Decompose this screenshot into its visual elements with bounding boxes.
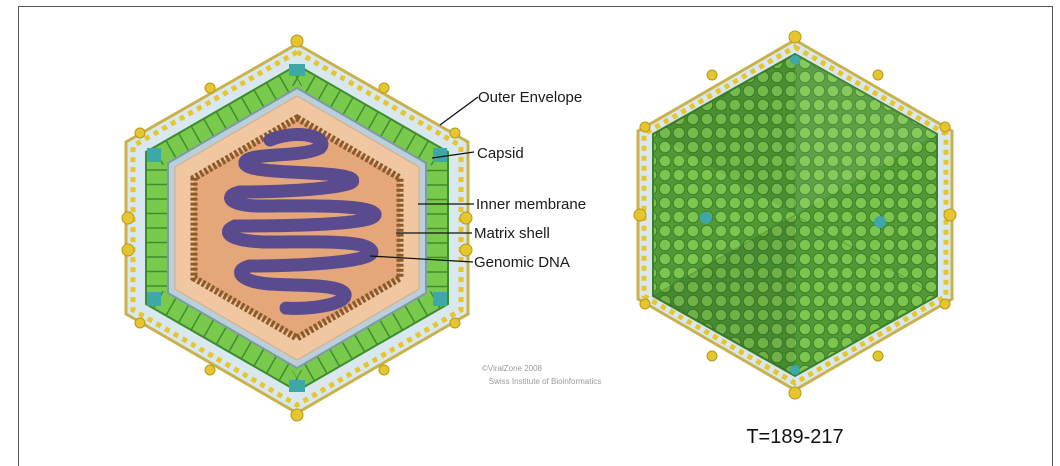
label-inner-membrane: Inner membrane [476,196,586,213]
label-capsid: Capsid [477,145,524,162]
triangulation-number: T=189-217 [746,426,843,448]
icosahedral-surface-diagram: T=189-217 [634,31,956,448]
credit-watermark: ©ViralZone 2008 Swiss Institute of Bioin… [482,364,601,386]
label-genomic-dna: Genomic DNA [474,254,570,271]
label-outer-envelope: Outer Envelope [478,89,582,106]
credit-line-2: Swiss Institute of Bioinformatics [489,377,601,386]
structure-labels: Outer Envelope Capsid Inner membrane Mat… [474,89,586,271]
credit-line-1: ©ViralZone 2008 [482,364,543,373]
cross-section-diagram [122,35,472,421]
label-matrix-shell: Matrix shell [474,225,550,242]
